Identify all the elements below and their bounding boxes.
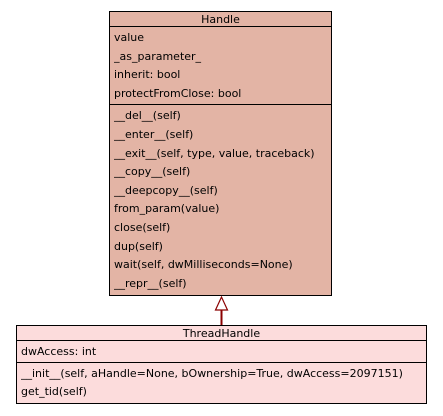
class-handle: Handle value _as_parameter_ inherit: boo… — [109, 11, 332, 296]
inheritance-arrowhead — [214, 295, 229, 311]
attributes-section: dwAccess: int — [17, 341, 426, 363]
method: dup(self) — [114, 239, 163, 253]
attribute: value — [114, 31, 145, 44]
method: __copy__(self) — [114, 165, 191, 179]
attribute: protectFromClose: bool — [114, 86, 242, 100]
attribute: _as_parameter_ — [114, 49, 202, 63]
class-name: ThreadHandle — [17, 326, 426, 341]
method: __del__(self) — [114, 109, 181, 123]
attributes-section: value _as_parameter_ inherit: bool prote… — [110, 27, 331, 106]
method: close(self) — [114, 220, 171, 234]
methods-section: __init__(self, aHandle=None, bOwnership=… — [17, 363, 426, 402]
method: __repr__(self) — [114, 276, 187, 290]
method: __init__(self, aHandle=None, bOwnership=… — [21, 367, 403, 380]
class-threadhandle: ThreadHandle dwAccess: int __init__(self… — [16, 325, 427, 404]
method: wait(self, dwMilliseconds=None) — [114, 258, 293, 272]
method: get_tid(self) — [21, 385, 87, 398]
method: from_param(value) — [114, 202, 220, 216]
method: __enter__(self) — [114, 127, 194, 141]
method: __deepcopy__(self) — [114, 183, 218, 197]
attribute: dwAccess: int — [21, 345, 97, 358]
class-name: Handle — [110, 12, 331, 27]
method: __exit__(self, type, value, traceback) — [114, 146, 315, 160]
methods-section: __del__(self) __enter__(self) __exit__(s… — [110, 105, 331, 294]
attribute: inherit: bool — [114, 68, 181, 82]
